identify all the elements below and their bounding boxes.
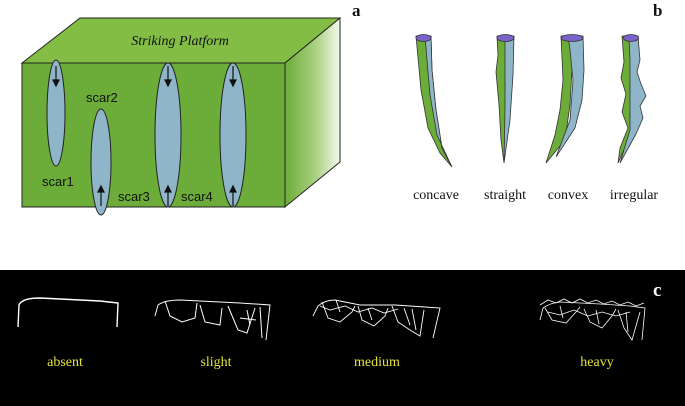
panel-a-letter: a	[352, 1, 361, 20]
scar4-shape	[219, 62, 247, 208]
level-label-medium: medium	[354, 355, 400, 370]
profile-concave	[415, 34, 453, 168]
platform-label: Striking Platform	[131, 34, 229, 49]
profile-label-concave: concave	[413, 188, 459, 203]
edge-medium	[312, 299, 441, 339]
edge-slight	[154, 299, 271, 341]
scar1-shape	[46, 59, 66, 167]
arrow-icons	[52, 66, 237, 206]
panel-c-letter: c	[653, 280, 661, 301]
profile-convex	[545, 34, 585, 164]
profile-irregular	[617, 34, 647, 164]
scar2-shape	[90, 108, 112, 216]
scar3-label: scar3	[118, 189, 150, 204]
panel-c: absent slight medium heavy c	[0, 270, 685, 406]
panel-a: Striking Platform scar1 scar2 scar3 scar…	[20, 1, 361, 216]
profile-straight	[495, 34, 515, 164]
edge-heavy	[539, 298, 646, 341]
scar4-label: scar4	[181, 189, 213, 204]
edge-absent	[17, 297, 119, 328]
panel-c-background	[0, 270, 685, 406]
panel-b	[415, 34, 647, 168]
scar3-shape	[154, 62, 182, 208]
level-label-slight: slight	[200, 355, 231, 370]
scar2-label: scar2	[86, 90, 118, 105]
level-label-absent: absent	[47, 355, 83, 370]
profile-label-straight: straight	[484, 188, 526, 203]
profile-label-irregular: irregular	[610, 188, 659, 203]
profile-label-convex: convex	[548, 188, 588, 203]
core-side-face	[284, 16, 341, 209]
scar1-label: scar1	[42, 174, 74, 189]
panel-b-letter: b	[653, 1, 662, 20]
level-label-heavy: heavy	[580, 355, 613, 370]
